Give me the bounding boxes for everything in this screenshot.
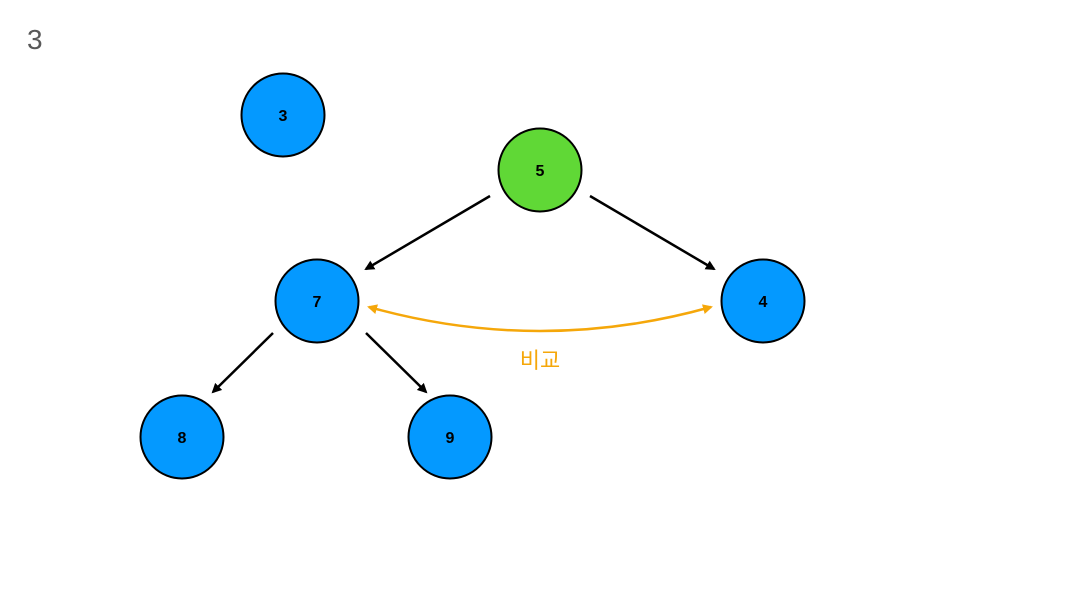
compare-label: 비교 — [520, 348, 560, 373]
node-label: 7 — [313, 294, 322, 311]
node-label: 9 — [446, 430, 455, 447]
node-5: 5 — [497, 127, 583, 213]
node-8: 8 — [139, 394, 225, 480]
node-3: 3 — [240, 72, 326, 158]
node-label: 3 — [279, 108, 288, 125]
node-7: 7 — [274, 258, 360, 344]
node-label: 8 — [178, 430, 187, 447]
compare-arrow — [367, 304, 713, 333]
node-label: 4 — [759, 294, 768, 311]
node-label: 5 — [536, 163, 545, 180]
slide-number: 3 — [27, 24, 43, 55]
node-4: 4 — [720, 258, 806, 344]
edge-5-to-4 — [589, 194, 716, 271]
edge-5-to-7 — [364, 194, 491, 271]
edge-7-to-8 — [211, 332, 274, 394]
edge-7-to-9 — [365, 332, 428, 394]
node-9: 9 — [407, 394, 493, 480]
